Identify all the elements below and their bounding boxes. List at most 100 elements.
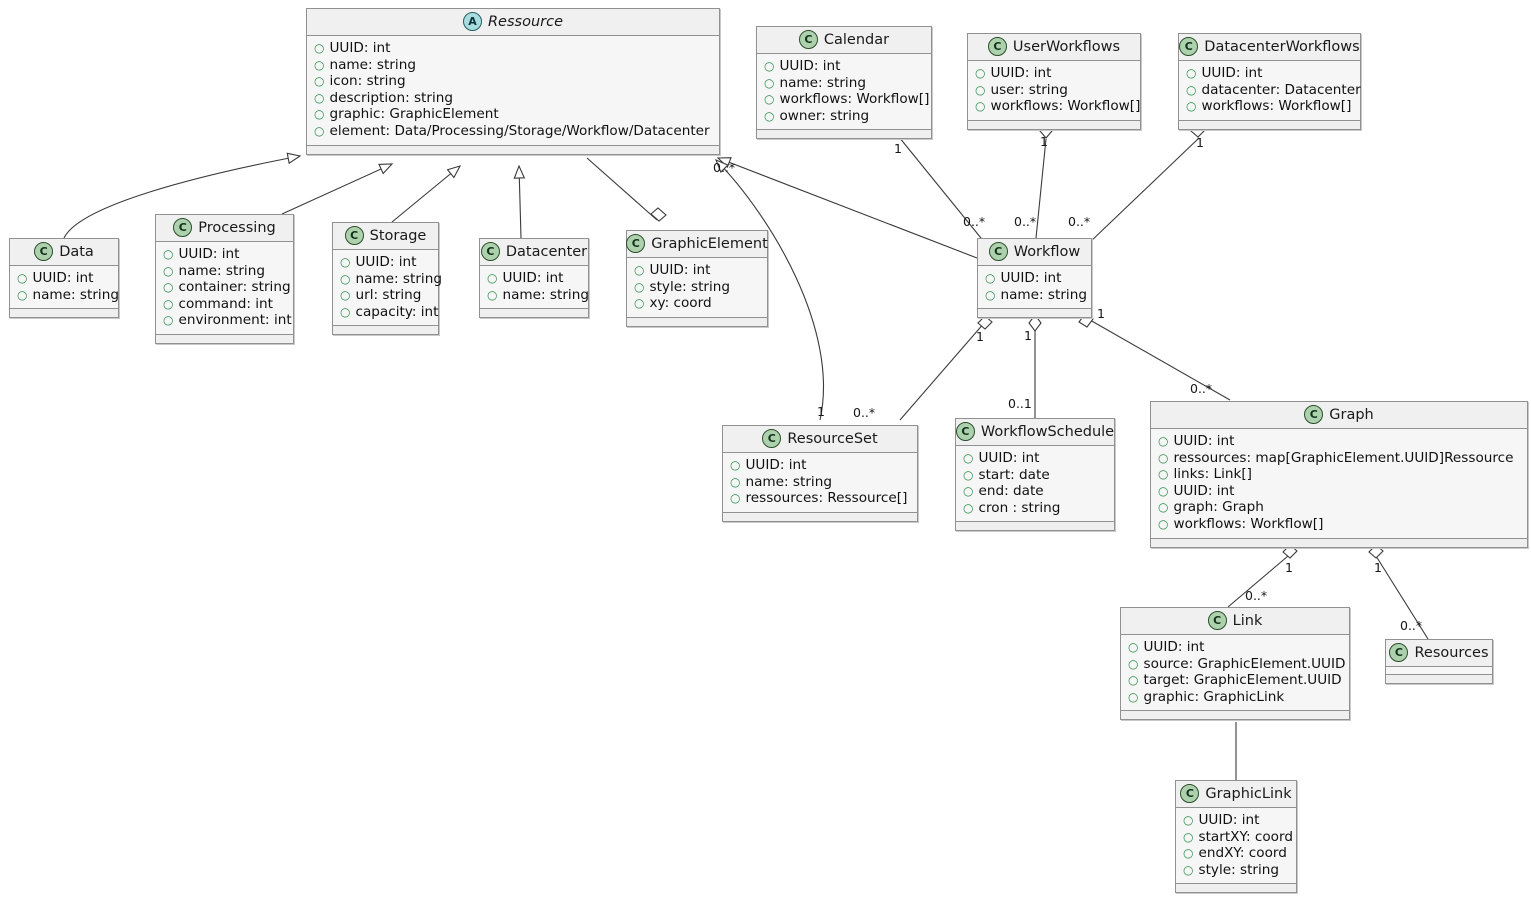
attribute-text: UUID: int <box>779 58 841 74</box>
class-attributes-workflow: ○UUID: int○name: string <box>978 266 1091 310</box>
attribute-text: UUID: int <box>355 254 417 270</box>
visibility-public-icon: ○ <box>634 279 645 294</box>
attribute-text: name: string <box>502 286 589 303</box>
attribute-row: ○links: Link[] <box>1158 466 1520 483</box>
class-methods-calendar <box>757 130 931 139</box>
class-icon: C <box>762 429 782 448</box>
attribute-row: ○UUID: int <box>764 58 924 75</box>
visibility-public-icon: ○ <box>730 491 741 506</box>
visibility-public-icon: ○ <box>314 123 325 138</box>
attribute-text: ressources: map[GraphicElement.UUID]Ress… <box>1173 449 1514 466</box>
class-name-workflowschedule: WorkflowSchedule <box>980 423 1115 440</box>
multiplicity-label: 0..* <box>853 405 876 420</box>
diamond-ressource-graphicelement <box>650 207 667 222</box>
visibility-public-icon: ○ <box>314 57 325 72</box>
attribute-row: ○target: GraphicElement.UUID <box>1128 672 1342 689</box>
edge-processing-ressource <box>281 163 394 215</box>
visibility-public-icon: ○ <box>163 313 174 328</box>
attribute-row: ○workflows: Workflow[] <box>764 91 929 108</box>
class-icon: C <box>1180 784 1200 803</box>
attribute-row: ○name: string <box>487 287 589 304</box>
visibility-public-icon: ○ <box>1183 813 1194 827</box>
visibility-public-icon: ○ <box>730 474 741 489</box>
multiplicity-label: 1 <box>1040 134 1048 149</box>
multiplicity-label: 1 <box>1097 306 1105 321</box>
class-methods-processing <box>156 334 293 343</box>
attribute-row: ○cron : string <box>963 500 1107 517</box>
attribute-text: workflows: Workflow[] <box>1173 515 1324 532</box>
attribute-row: ○UUID: int <box>314 40 712 57</box>
edge-userworkflows-workflow <box>1035 138 1047 239</box>
attribute-text: workflows: Workflow[] <box>990 98 1141 115</box>
multiplicity-label: 1 <box>1024 328 1032 343</box>
edge-ressource-graphicelement <box>586 157 658 221</box>
attribute-text: UUID: int <box>1201 65 1263 81</box>
class-name-workflow: Workflow <box>1013 243 1081 260</box>
visibility-public-icon: ○ <box>1186 82 1197 97</box>
class-attributes-userworkflows: ○UUID: int○user: string○workflows: Workf… <box>968 61 1140 121</box>
attribute-text: command: int <box>178 295 273 312</box>
attribute-row: ○endXY: coord <box>1183 845 1289 862</box>
class-methods-datacenterworkflows <box>1179 120 1360 129</box>
multiplicity-label: 1 <box>894 141 902 156</box>
class-attributes-resourceset: ○UUID: int○name: string○ressources: Ress… <box>723 453 917 513</box>
visibility-public-icon: ○ <box>634 263 645 277</box>
class-name-data: Data <box>59 243 94 260</box>
attribute-row: ○graph: Graph <box>1158 499 1520 516</box>
multiplicity-label: 0..* <box>1068 214 1091 229</box>
visibility-public-icon: ○ <box>634 296 645 311</box>
class-icon: C <box>344 226 364 245</box>
attribute-row: ○name: string <box>163 263 286 280</box>
attribute-row: ○container: string <box>163 279 291 296</box>
multiplicity-label: 0..* <box>1014 214 1037 229</box>
attribute-text: graph: Graph <box>1173 499 1264 516</box>
visibility-public-icon: ○ <box>163 263 174 278</box>
class-name-ressource: Ressource <box>487 13 564 30</box>
attribute-text: UUID: int <box>32 270 94 286</box>
class-methods-graphicelement <box>627 317 767 326</box>
attribute-row: ○capacity: int <box>340 304 439 321</box>
visibility-public-icon: ○ <box>1158 450 1169 465</box>
attribute-row: ○name: string <box>314 57 712 74</box>
attribute-text: element: Data/Processing/Storage/Workflo… <box>329 122 710 139</box>
visibility-public-icon: ○ <box>975 66 986 80</box>
visibility-public-icon: ○ <box>764 75 775 90</box>
attribute-text: name: string <box>1000 286 1087 303</box>
attribute-text: name: string <box>779 74 866 91</box>
multiplicity-label: 1 <box>1285 560 1293 575</box>
attribute-text: workflows: Workflow[] <box>779 91 930 108</box>
multiplicity-label: 0..* <box>1245 588 1268 603</box>
class-name-processing: Processing <box>198 219 276 236</box>
visibility-public-icon: ○ <box>1128 656 1139 671</box>
attribute-row: ○UUID: int <box>730 457 910 474</box>
class-name-datacenterworkflows: DatacenterWorkflows <box>1204 38 1360 55</box>
attribute-text: user: string <box>990 81 1068 98</box>
attribute-row: ○UUID: int <box>1158 483 1520 500</box>
